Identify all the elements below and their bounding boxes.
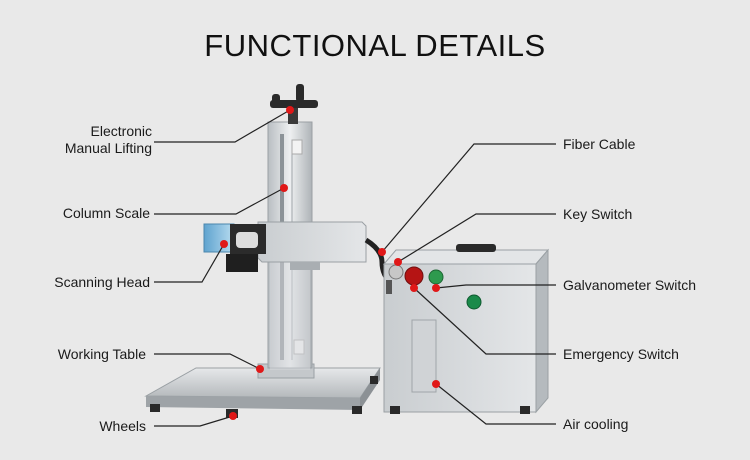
marker-column-scale: [280, 184, 288, 192]
indicator-light: [466, 294, 482, 310]
marker-working-table: [256, 365, 264, 373]
leader-key-switch: [397, 213, 556, 263]
marker-wheels: [229, 412, 237, 420]
label-working-table: Working Table: [57, 346, 146, 362]
leader-fiber-cable: [381, 143, 556, 253]
leader-air-cooling: [435, 383, 556, 425]
marker-galvanometer-switch: [432, 284, 440, 292]
key-switch: [388, 264, 404, 280]
leader-column-scale: [154, 187, 285, 215]
marker-dots: [220, 106, 440, 420]
label-air-cooling: Air cooling: [563, 416, 629, 432]
page-title: FUNCTIONAL DETAILS: [204, 28, 546, 63]
label-electronic-line2: Manual Lifting: [64, 140, 152, 156]
air-cooling-vent: [411, 319, 437, 393]
marker-key-switch: [394, 258, 402, 266]
working-table: [144, 367, 381, 410]
leader-scanning-head: [154, 243, 225, 283]
marker-electronic-lifting: [286, 106, 294, 114]
marker-scanning-head: [220, 240, 228, 248]
label-scanning-head: Scanning Head: [54, 274, 150, 290]
label-electronic-manual-lifting: Electronic Manual Lifting: [40, 123, 152, 157]
lifting-handwheel: [270, 84, 318, 124]
label-fiber-cable: Fiber Cable: [563, 136, 636, 152]
scanning-head: [203, 223, 266, 272]
emergency-switch: [404, 266, 424, 286]
label-galvanometer-switch: Galvanometer Switch: [563, 277, 697, 293]
leader-galvanometer-switch: [435, 284, 556, 289]
marker-fiber-cable: [378, 248, 386, 256]
galvanometer-switch: [428, 269, 444, 285]
label-column-scale: Column Scale: [62, 205, 150, 221]
laser-source-cabinet: [382, 244, 550, 414]
label-electronic-line1: Electronic: [90, 123, 152, 139]
leader-wheels: [154, 415, 234, 427]
label-key-switch: Key Switch: [563, 206, 633, 222]
marker-emergency-switch: [410, 284, 418, 292]
leader-lines: [154, 109, 556, 427]
label-wheels: Wheels: [99, 418, 146, 434]
leader-working-table: [154, 353, 261, 370]
leader-electronic-lifting: [154, 109, 291, 143]
leader-emergency-switch: [413, 287, 556, 355]
label-emergency-switch: Emergency Switch: [563, 346, 679, 362]
key: [386, 280, 392, 294]
marker-air-cooling: [432, 380, 440, 388]
